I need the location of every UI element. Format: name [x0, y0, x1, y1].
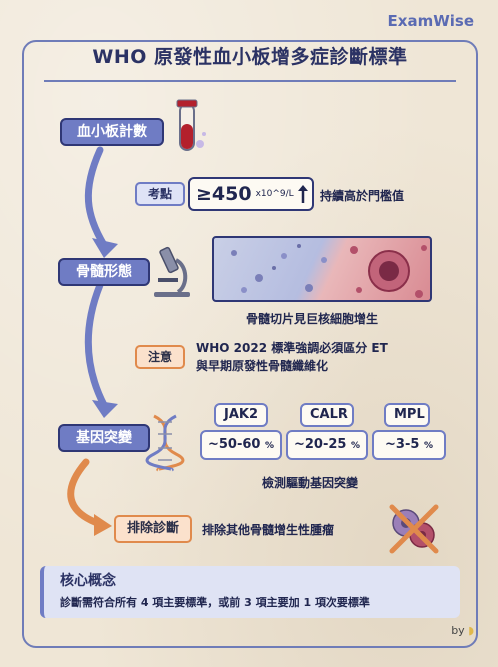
- step-exclusion: 排除診斷: [114, 515, 192, 543]
- tag-attention: 注意: [135, 345, 185, 369]
- platelet-threshold-value: ≥450: [196, 183, 252, 205]
- core-concept-body: 診斷需符合所有 4 項主要標準，或前 3 項主要加 1 項次要標準: [60, 596, 370, 609]
- attention-line-2: 與早期原發性骨髓纖維化: [196, 359, 329, 373]
- exclusion-text: 排除其他骨髓增生性腫瘤: [202, 523, 335, 537]
- gene-name-mpl: MPL: [384, 403, 430, 427]
- gene-frequency-calr: ~20-25 %: [286, 430, 368, 460]
- step-gene-mutation: 基因突變: [58, 424, 150, 452]
- gene-frequency-jak2: ~50-60 %: [200, 430, 282, 460]
- marrow-histology-image: [212, 236, 432, 302]
- page-title: WHO 原發性血小板增多症診斷標準: [92, 46, 408, 68]
- platelet-note: 持續高於門檻值: [320, 189, 405, 203]
- excluded-cells-icon: [389, 504, 439, 554]
- marrow-caption: 骨髓切片見巨核細胞增生: [246, 312, 379, 326]
- core-concept-heading: 核心概念: [60, 573, 116, 589]
- step-marrow-morphology: 骨髓形態: [58, 258, 150, 286]
- arrow-up-icon: [297, 185, 308, 203]
- attention-line-1: WHO 2022 標準強調必須區分 ET: [196, 341, 388, 355]
- gene-frequency-mpl: ~3-5 %: [372, 430, 446, 460]
- core-concept-panel: 核心概念 診斷需符合所有 4 項主要標準，或前 3 項主要加 1 項次要標準: [40, 566, 460, 618]
- dna-icon: [145, 414, 185, 472]
- platelet-threshold-unit: x10^9/L: [255, 189, 294, 199]
- banana-icon: ◗: [468, 624, 474, 637]
- platelet-threshold-box: ≥450 x10^9/L: [188, 177, 314, 211]
- content-frame: [22, 40, 478, 648]
- microscope-icon: [154, 246, 190, 297]
- gene-name-calr: CALR: [300, 403, 354, 427]
- title-divider: [44, 80, 456, 82]
- footer-credit: by ◗: [451, 624, 474, 637]
- tag-key-point: 考點: [135, 182, 185, 206]
- gene-name-jak2: JAK2: [214, 403, 268, 427]
- gene-caption: 檢測驅動基因突變: [262, 476, 359, 490]
- test-tube-icon: [176, 99, 206, 151]
- brand-logo: ExamWise: [387, 12, 474, 30]
- step-platelet-count: 血小板計數: [60, 118, 164, 146]
